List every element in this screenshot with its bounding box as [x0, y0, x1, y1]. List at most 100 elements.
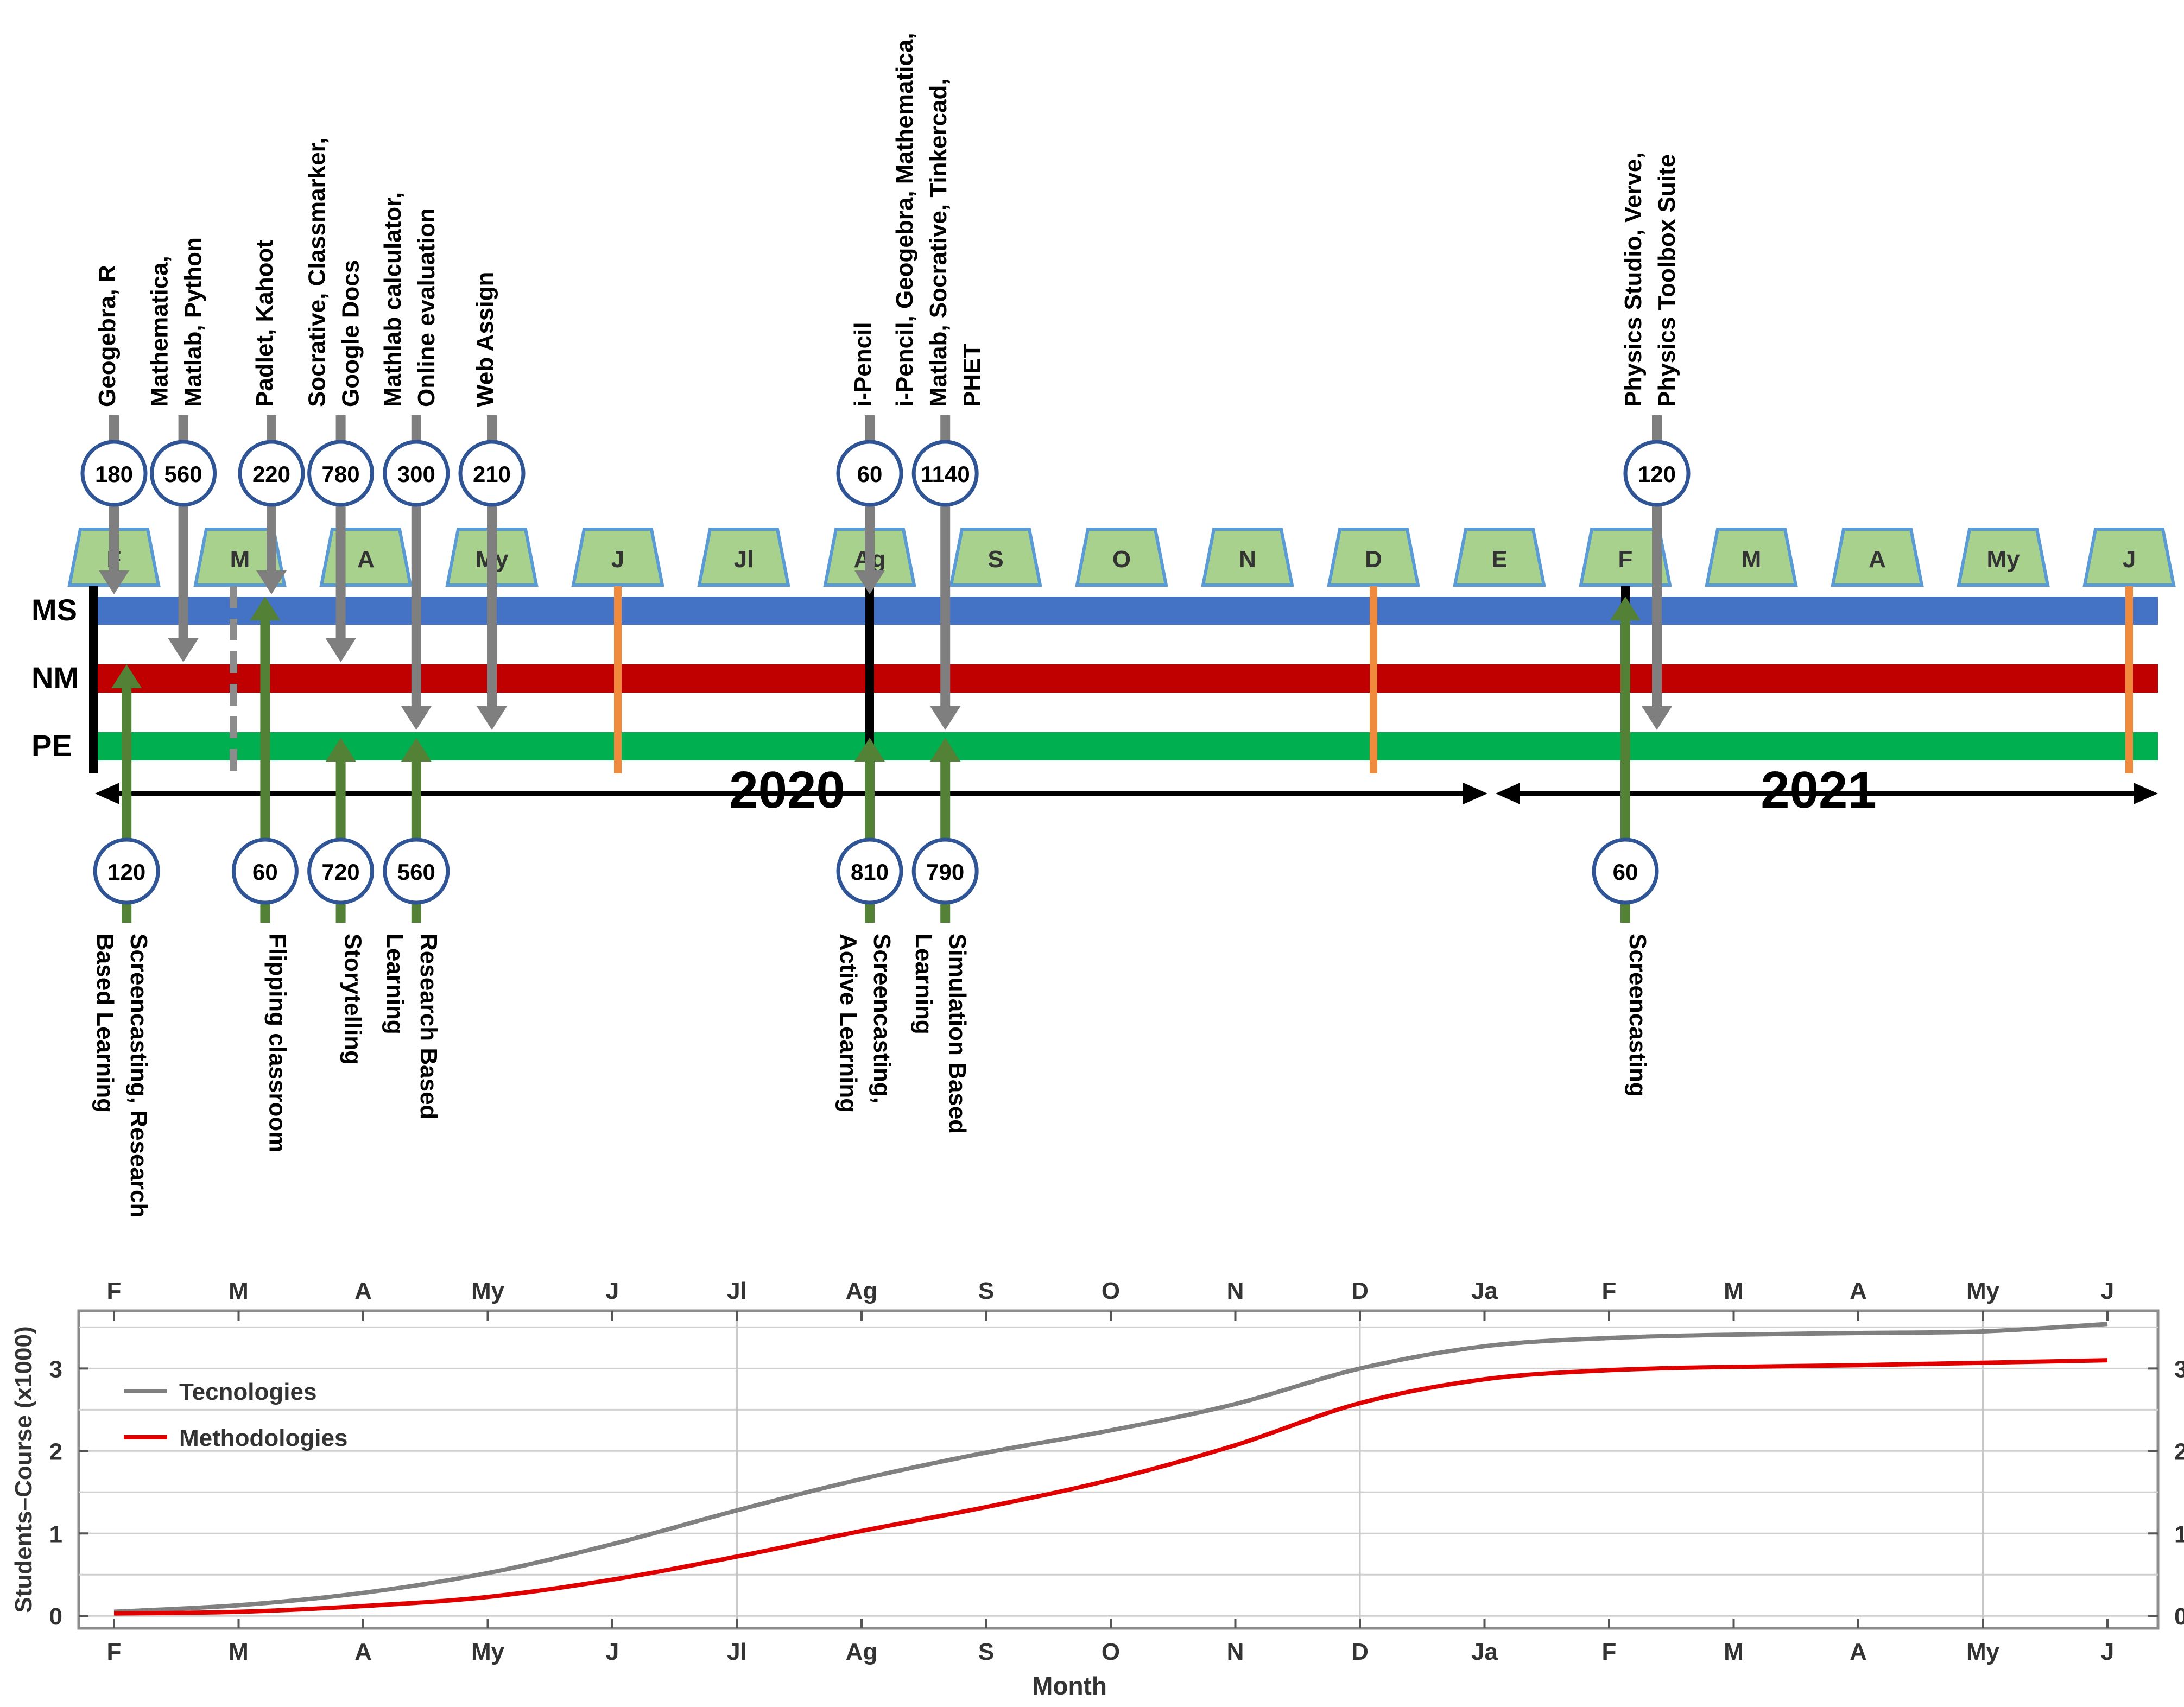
- x-tick-label-top: N: [1227, 1278, 1244, 1304]
- month-label: My: [1986, 546, 2020, 573]
- methodology-count-circle: [1592, 837, 1659, 905]
- technology-label: Matlab, Python: [180, 237, 207, 407]
- methodology-arrowhead: [401, 738, 432, 762]
- technology-count: 210: [473, 461, 511, 487]
- methodology-count: 790: [926, 859, 964, 885]
- month-tab: [697, 528, 790, 587]
- x-tick-label-top: Ag: [846, 1278, 878, 1304]
- x-tick-label: F: [1602, 1639, 1617, 1665]
- technology-count-circle: [80, 440, 148, 507]
- year-span-arrowhead-right: [1463, 783, 1487, 804]
- technology-arrowhead: [401, 706, 432, 730]
- methodology-label: Active Learning: [835, 934, 862, 1113]
- technology-count: 220: [252, 461, 290, 487]
- x-tick-label: Ag: [846, 1639, 878, 1665]
- methodology-label: Learning: [382, 934, 408, 1035]
- y-tick-label: 1: [49, 1521, 62, 1547]
- methodology-label: Based Learning: [92, 934, 118, 1113]
- x-tick-label: My: [471, 1639, 505, 1665]
- methodology-label: Learning: [910, 934, 937, 1035]
- x-tick-label: A: [1850, 1639, 1867, 1665]
- x-tick-label-top: S: [978, 1278, 994, 1304]
- month-label: Jl: [734, 546, 754, 573]
- methodology-label: Screencasting, Research: [125, 934, 152, 1217]
- y-tick-label: 3: [49, 1356, 62, 1382]
- x-tick-label: Jl: [727, 1639, 747, 1665]
- technology-label: Mathematica,: [147, 256, 173, 407]
- technology-count-circle: [458, 440, 526, 507]
- month-label: M: [1742, 546, 1762, 573]
- x-tick-label: M: [229, 1639, 249, 1665]
- month-tab: [1831, 528, 1924, 587]
- x-tick-label: O: [1102, 1639, 1120, 1665]
- y-tick-label-right: 2: [2174, 1438, 2184, 1465]
- technology-count: 300: [397, 461, 435, 487]
- x-tick-label-top: My: [1966, 1278, 2000, 1304]
- month-label: N: [1239, 546, 1256, 573]
- technology-count-circle: [150, 440, 217, 507]
- methodology-count: 810: [851, 859, 889, 885]
- x-tick-label: J: [2101, 1639, 2114, 1665]
- month-label: F: [1618, 546, 1633, 573]
- technology-arrowhead: [854, 570, 885, 594]
- x-tick-label: My: [1966, 1639, 2000, 1665]
- technology-label: Padlet, Kahoot: [251, 240, 278, 407]
- month-tab: [1201, 528, 1294, 587]
- month-label: J: [2123, 546, 2136, 573]
- month-tab: [571, 528, 664, 587]
- technology-count: 560: [164, 461, 202, 487]
- technology-arrowhead: [99, 570, 129, 594]
- methodology-arrowhead: [325, 738, 356, 762]
- x-tick-label-top: F: [1602, 1278, 1617, 1304]
- methodology-arrowhead: [930, 738, 961, 762]
- technology-count-circle: [911, 440, 979, 507]
- methodology-arrowhead: [1610, 597, 1641, 620]
- technology-count: 780: [322, 461, 360, 487]
- technology-arrowhead: [168, 638, 199, 662]
- x-tick-label: F: [107, 1639, 122, 1665]
- month-tab: [1327, 528, 1420, 587]
- year-span-arrowhead-left: [1496, 783, 1520, 804]
- technology-label: Geogebra, R: [94, 265, 121, 407]
- technology-arrowhead: [1642, 706, 1672, 730]
- month-label: J: [611, 546, 624, 573]
- methodology-count: 120: [107, 859, 145, 885]
- methodology-label: Screencasting,: [869, 934, 895, 1103]
- band-ms: [92, 597, 2158, 625]
- month-tab: [1453, 528, 1546, 587]
- y-tick-label-right: 3: [2174, 1356, 2184, 1382]
- legend-label: Methodologies: [179, 1425, 347, 1451]
- year-label: 2021: [1761, 761, 1877, 819]
- methodology-count-circle: [836, 837, 903, 905]
- x-tick-label-top: Ja: [1471, 1278, 1498, 1304]
- methodology-count-circle: [911, 837, 979, 905]
- month-label: O: [1112, 546, 1131, 573]
- methodology-arrowhead: [854, 738, 885, 762]
- x-tick-label-top: O: [1102, 1278, 1120, 1304]
- methodology-count-circle: [383, 837, 450, 905]
- x-tick-label-top: J: [2101, 1278, 2114, 1304]
- month-label: E: [1491, 546, 1507, 573]
- month-label: S: [987, 546, 1003, 573]
- technology-arrowhead: [477, 706, 507, 730]
- x-tick-label: J: [606, 1639, 619, 1665]
- methodology-count: 720: [322, 859, 360, 885]
- month-label: A: [357, 546, 375, 573]
- x-tick-label: D: [1351, 1639, 1369, 1665]
- x-tick-label-top: J: [606, 1278, 619, 1304]
- month-tab: [1075, 528, 1168, 587]
- legend-label: Tecnologies: [179, 1379, 316, 1405]
- methodology-count: 60: [252, 859, 278, 885]
- technology-label: Socrative, Classmarker,: [304, 137, 331, 407]
- technology-count: 60: [857, 461, 883, 487]
- y-axis-label: Students–Course (x1000): [10, 1326, 37, 1613]
- technology-label: Matlab, Socrative, Tinkercad,: [925, 78, 952, 407]
- technology-label: Google Docs: [338, 260, 364, 407]
- methodology-label: Simulation Based: [944, 934, 971, 1134]
- technology-arrowhead: [325, 638, 356, 662]
- technology-label: PHET: [959, 344, 985, 407]
- technology-arrowhead: [256, 570, 287, 594]
- x-tick-label-top: My: [471, 1278, 505, 1304]
- x-tick-label-top: M: [229, 1278, 249, 1304]
- x-tick-label: M: [1724, 1639, 1744, 1665]
